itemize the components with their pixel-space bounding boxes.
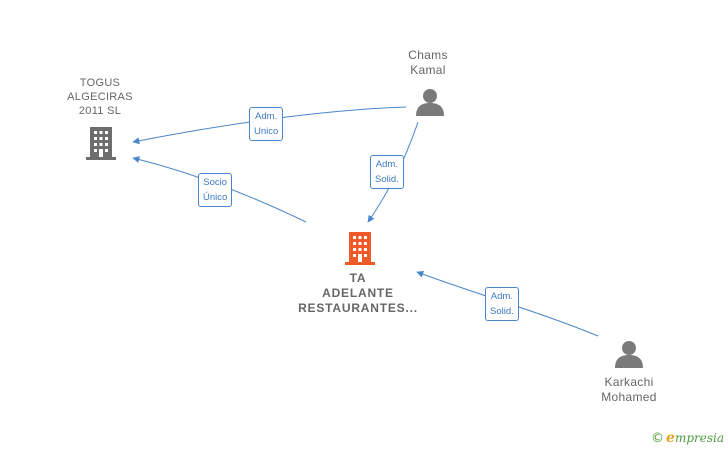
building-icon (86, 127, 116, 160)
edge-label-line: Único (203, 192, 228, 203)
node-togus-label[interactable]: TOGUS ALGECIRAS 2011 SL (52, 76, 148, 118)
node-label-line: Mohamed (601, 390, 657, 404)
edge-label-line: Socio (203, 177, 228, 188)
node-chams-label[interactable]: Chams Kamal (388, 48, 468, 78)
edge-label-line: Adm. (490, 291, 513, 302)
edge-label-chams-togus[interactable]: Adm. Unico (249, 107, 284, 141)
node-label-line: TA (349, 271, 367, 285)
edge-label-line: Solid. (490, 306, 514, 317)
edge-label-line: Unico (254, 126, 279, 137)
node-label-line: ADELANTE (322, 286, 394, 300)
edge-label-chams-ta[interactable]: Adm. Solid. (370, 155, 404, 189)
building-icon-main (345, 232, 375, 265)
edge-label-line: Adm. (255, 111, 278, 122)
node-label-line: TOGUS (79, 77, 121, 89)
node-ta-label[interactable]: TA ADELANTE RESTAURANTES... (288, 271, 428, 316)
node-label-line: Kamal (410, 63, 446, 77)
person-icon (416, 89, 444, 116)
brand-watermark: ©empresia (651, 430, 724, 446)
copyright-symbol: © (651, 431, 665, 446)
edge-label-line: Solid. (375, 174, 399, 185)
node-label-line: 2011 SL (78, 105, 122, 117)
node-karkachi-label[interactable]: Karkachi Mohamed (587, 375, 671, 405)
edge-label-ta-togus[interactable]: Socio Único (198, 173, 233, 207)
person-icon (615, 341, 643, 368)
node-label-line: ALGECIRAS (67, 91, 133, 103)
edge-label-line: Adm. (375, 159, 398, 170)
brand-name: mpresia (674, 431, 724, 445)
brand-initial: e (666, 430, 675, 446)
node-label-line: RESTAURANTES... (298, 301, 418, 315)
node-label-line: Karkachi (604, 375, 654, 389)
edge-label-karkachi-ta[interactable]: Adm. Solid. (485, 287, 519, 321)
node-label-line: Chams (408, 48, 448, 62)
